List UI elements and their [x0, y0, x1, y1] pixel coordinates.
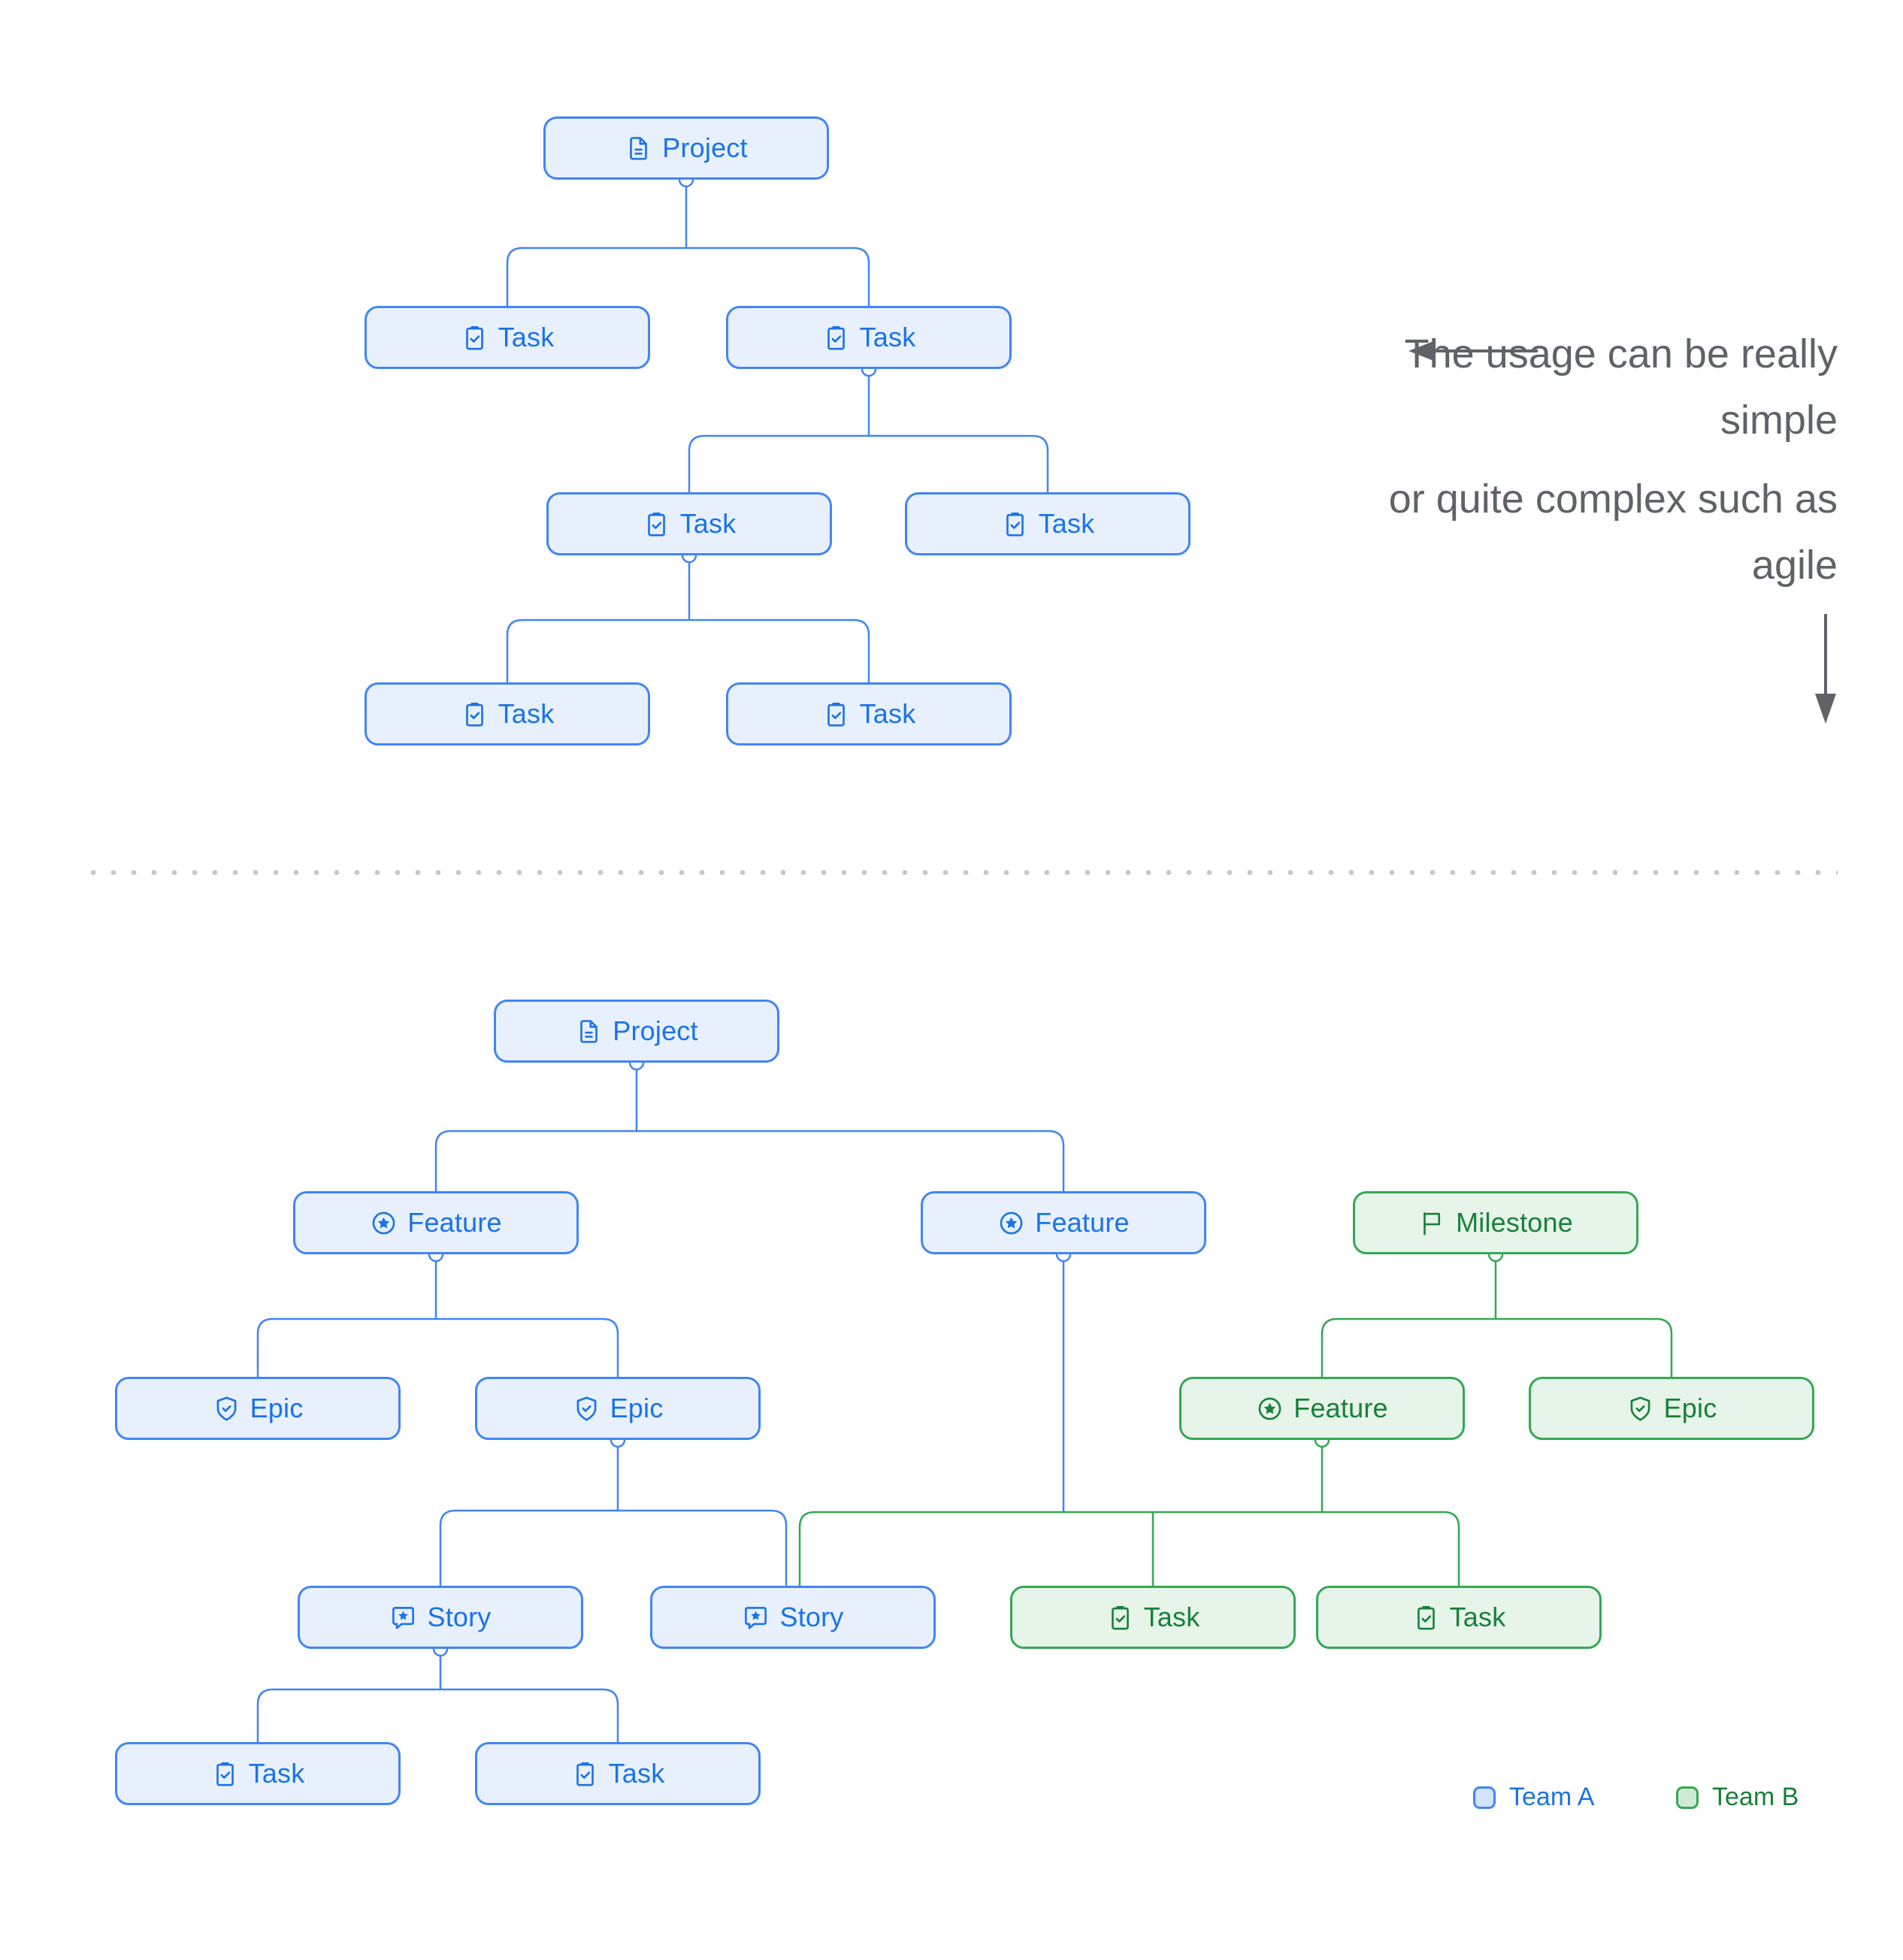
task-icon [461, 700, 489, 728]
node-task[interactable]: Task [1010, 1586, 1296, 1649]
node-feature[interactable]: Feature [1179, 1377, 1465, 1440]
node-label: Feature [407, 1207, 502, 1238]
task-icon [822, 700, 850, 728]
dotted-divider [90, 870, 1838, 876]
down-arrow-icon [1815, 614, 1836, 724]
project-icon [625, 135, 652, 162]
epic-icon [573, 1395, 601, 1423]
team-a-swatch-icon [1473, 1786, 1496, 1809]
node-task[interactable]: Task [115, 1742, 401, 1805]
node-label: Project [613, 1015, 698, 1046]
node-story[interactable]: Story [298, 1586, 583, 1649]
task-icon [822, 324, 850, 352]
node-project[interactable]: Project [494, 1000, 779, 1063]
node-label: Task [608, 1758, 665, 1789]
node-label: Task [859, 322, 916, 352]
story-icon [389, 1604, 417, 1632]
node-label: Task [679, 508, 737, 539]
node-task[interactable]: Task [1316, 1586, 1602, 1649]
node-label: Task [248, 1758, 305, 1789]
legend-team-b: Team B [1676, 1783, 1799, 1812]
node-epic[interactable]: Epic [115, 1377, 401, 1440]
task-icon [1412, 1604, 1440, 1632]
node-task[interactable]: Task [546, 492, 832, 555]
node-label: Task [498, 698, 555, 729]
node-task[interactable]: Task [905, 492, 1191, 555]
node-epic[interactable]: Epic [1529, 1377, 1814, 1440]
node-label: Task [498, 322, 555, 352]
node-epic[interactable]: Epic [475, 1377, 761, 1440]
task-icon [571, 1760, 599, 1788]
node-task[interactable]: Task [726, 306, 1012, 369]
annotation-simple: The usage can be really simple [1404, 331, 1838, 443]
epic-icon [1626, 1395, 1654, 1423]
feature-icon [997, 1209, 1025, 1237]
node-story[interactable]: Story [650, 1586, 936, 1649]
node-project[interactable]: Project [543, 116, 829, 180]
task-icon [461, 324, 489, 352]
node-label: Epic [610, 1393, 664, 1423]
node-label: Story [427, 1602, 492, 1632]
team-b-swatch-icon [1676, 1786, 1699, 1809]
node-label: Project [662, 132, 748, 163]
node-label: Epic [250, 1393, 304, 1423]
annotation-complex: or quite complex such as agile [1388, 476, 1838, 588]
task-icon [643, 510, 670, 538]
task-icon [1106, 1604, 1134, 1632]
node-feature[interactable]: Feature [293, 1191, 579, 1254]
project-icon [575, 1018, 603, 1045]
node-label: Task [1038, 508, 1095, 539]
node-label: Feature [1035, 1207, 1130, 1238]
legend-label: Team A [1509, 1783, 1595, 1811]
node-label: Task [1143, 1602, 1200, 1632]
task-icon [1001, 510, 1029, 538]
node-label: Task [1449, 1602, 1506, 1632]
node-task[interactable]: Task [726, 682, 1012, 746]
node-label: Epic [1663, 1393, 1717, 1423]
task-icon [211, 1760, 239, 1788]
feature-icon [1256, 1395, 1284, 1423]
milestone-flag-icon [1418, 1209, 1446, 1237]
node-task[interactable]: Task [475, 1742, 761, 1805]
epic-icon [213, 1395, 241, 1423]
feature-icon [370, 1209, 398, 1237]
node-task[interactable]: Task [365, 306, 650, 369]
left-arrow-icon [1408, 340, 1538, 361]
node-label: Story [779, 1602, 844, 1632]
legend-team-a: Team A [1473, 1783, 1594, 1812]
node-feature[interactable]: Feature [921, 1191, 1206, 1254]
node-milestone[interactable]: Milestone [1353, 1191, 1638, 1254]
legend-label: Team B [1712, 1783, 1799, 1811]
node-label: Milestone [1456, 1207, 1573, 1238]
story-icon [742, 1604, 770, 1632]
node-label: Feature [1293, 1393, 1388, 1423]
node-task[interactable]: Task [365, 682, 650, 746]
node-label: Task [859, 698, 916, 729]
